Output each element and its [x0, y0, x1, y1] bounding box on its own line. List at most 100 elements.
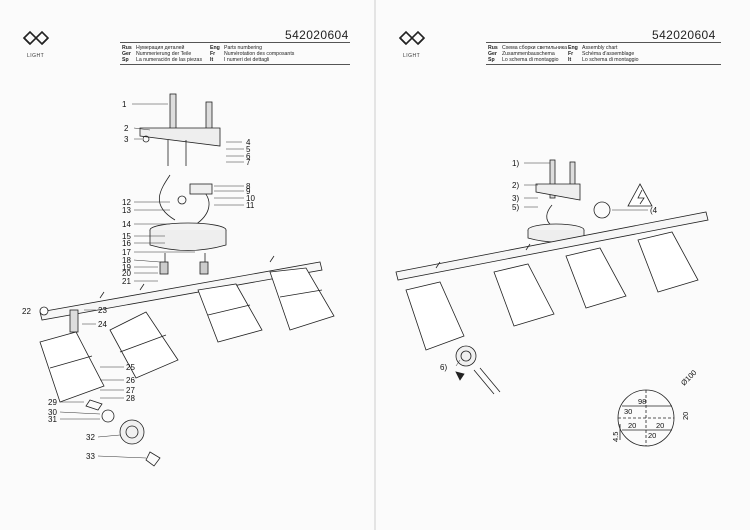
mounting-bracket	[535, 183, 581, 201]
callout-28: 28	[126, 394, 135, 403]
gu10-bulb	[119, 419, 145, 445]
callout-19: 19	[122, 263, 131, 272]
callout-14: 14	[122, 220, 131, 229]
assembly-chart-drawing: 1) 2) 3) 5) (4 6) Ø100 98 30 20 20 20 20…	[395, 159, 709, 447]
callout-32: 32	[86, 433, 95, 442]
page-gutter	[374, 0, 376, 530]
callout-29: 29	[48, 398, 57, 407]
gu10-bulb-lens	[125, 425, 139, 439]
dim-20-c: 20	[681, 412, 690, 420]
callout-7: 7	[246, 158, 251, 167]
header-rule-top	[120, 42, 350, 43]
callout-22: 22	[22, 307, 31, 316]
callout-2: 2)	[512, 181, 519, 190]
brand-logo-icon	[398, 30, 426, 46]
callout-8: 8	[246, 182, 251, 191]
dim-98: 98	[638, 397, 646, 406]
end-cap	[39, 306, 49, 316]
callout-33: 33	[86, 452, 95, 461]
shade-1	[405, 281, 465, 351]
install-arrow-icon	[455, 371, 465, 381]
warning-triangle	[627, 183, 653, 207]
callout-30: 30	[48, 408, 57, 417]
brand-logo-text: LIGHT	[27, 53, 45, 59]
callout-4: (4	[650, 206, 658, 215]
callout-9: 9	[246, 187, 251, 196]
callout-4: 4	[246, 138, 251, 147]
shade-2-band	[119, 334, 167, 353]
header-rule-bottom	[120, 64, 350, 65]
shade-3-band	[207, 304, 251, 316]
wires	[158, 174, 210, 226]
socket-part	[85, 399, 103, 411]
product-code: 542020604	[285, 28, 349, 42]
shade-1-band	[49, 355, 93, 369]
canopy-body	[149, 230, 227, 251]
terminal-detail	[593, 201, 611, 219]
callout-26: 26	[126, 376, 135, 385]
product-code: 542020604	[652, 28, 716, 42]
dim-diameter: Ø100	[679, 368, 698, 387]
callout-16: 16	[122, 239, 131, 248]
lightning-mark	[637, 189, 645, 205]
dim-45: 4.5	[611, 432, 620, 442]
callout-3: 3)	[512, 194, 519, 203]
dim-20-b: 20	[656, 421, 664, 430]
callout-27: 27	[126, 386, 135, 395]
header-rule-top	[486, 42, 721, 43]
bar-marks	[99, 255, 275, 299]
brand-logo-icon	[22, 30, 50, 46]
callout-5: 5	[246, 145, 251, 154]
callout-11: 11	[246, 201, 255, 210]
callout-18: 18	[122, 256, 131, 265]
dim-20-a: 20	[628, 421, 636, 430]
lamp-bar	[395, 211, 709, 281]
callout-1: 1)	[512, 159, 519, 168]
dim-20-d: 20	[648, 431, 656, 440]
wires	[546, 204, 553, 227]
shade-4	[637, 231, 699, 293]
shade-3	[197, 283, 263, 343]
callout-25: 25	[126, 363, 135, 372]
bar-marks	[435, 243, 531, 269]
callout-6: 6	[246, 152, 251, 161]
callout-10: 10	[246, 194, 255, 203]
shade-4-band	[279, 289, 323, 298]
callout-3: 3	[124, 135, 129, 144]
header-rule-bottom	[486, 64, 721, 65]
shade-4	[269, 267, 335, 331]
bar-fitting	[69, 309, 79, 333]
gu10-bulb	[455, 345, 477, 367]
shade-1	[39, 331, 105, 403]
nut-19	[199, 261, 209, 275]
parts-numbering-drawing: 1 2 3 4 5 6 7 8 9 10 11 12 13 14 15 16 1…	[22, 93, 335, 467]
ground-terminal	[177, 195, 187, 205]
callout-17: 17	[122, 248, 131, 257]
callout-1: 1	[122, 100, 127, 109]
callout-24: 24	[98, 320, 107, 329]
holder-ring	[101, 409, 115, 423]
terminal-block	[189, 183, 213, 195]
dim-30: 30	[624, 407, 632, 416]
callout-13: 13	[122, 206, 131, 215]
dowel-left	[549, 159, 556, 199]
shade-2	[493, 263, 555, 327]
mounting-bracket	[139, 127, 221, 147]
dowel-left	[169, 93, 177, 133]
brand-logo-text: LIGHT	[403, 53, 421, 59]
callout-15: 15	[122, 232, 131, 241]
callout-21: 21	[122, 277, 131, 286]
retaining-clip	[145, 451, 161, 467]
callout-31: 31	[48, 415, 57, 424]
